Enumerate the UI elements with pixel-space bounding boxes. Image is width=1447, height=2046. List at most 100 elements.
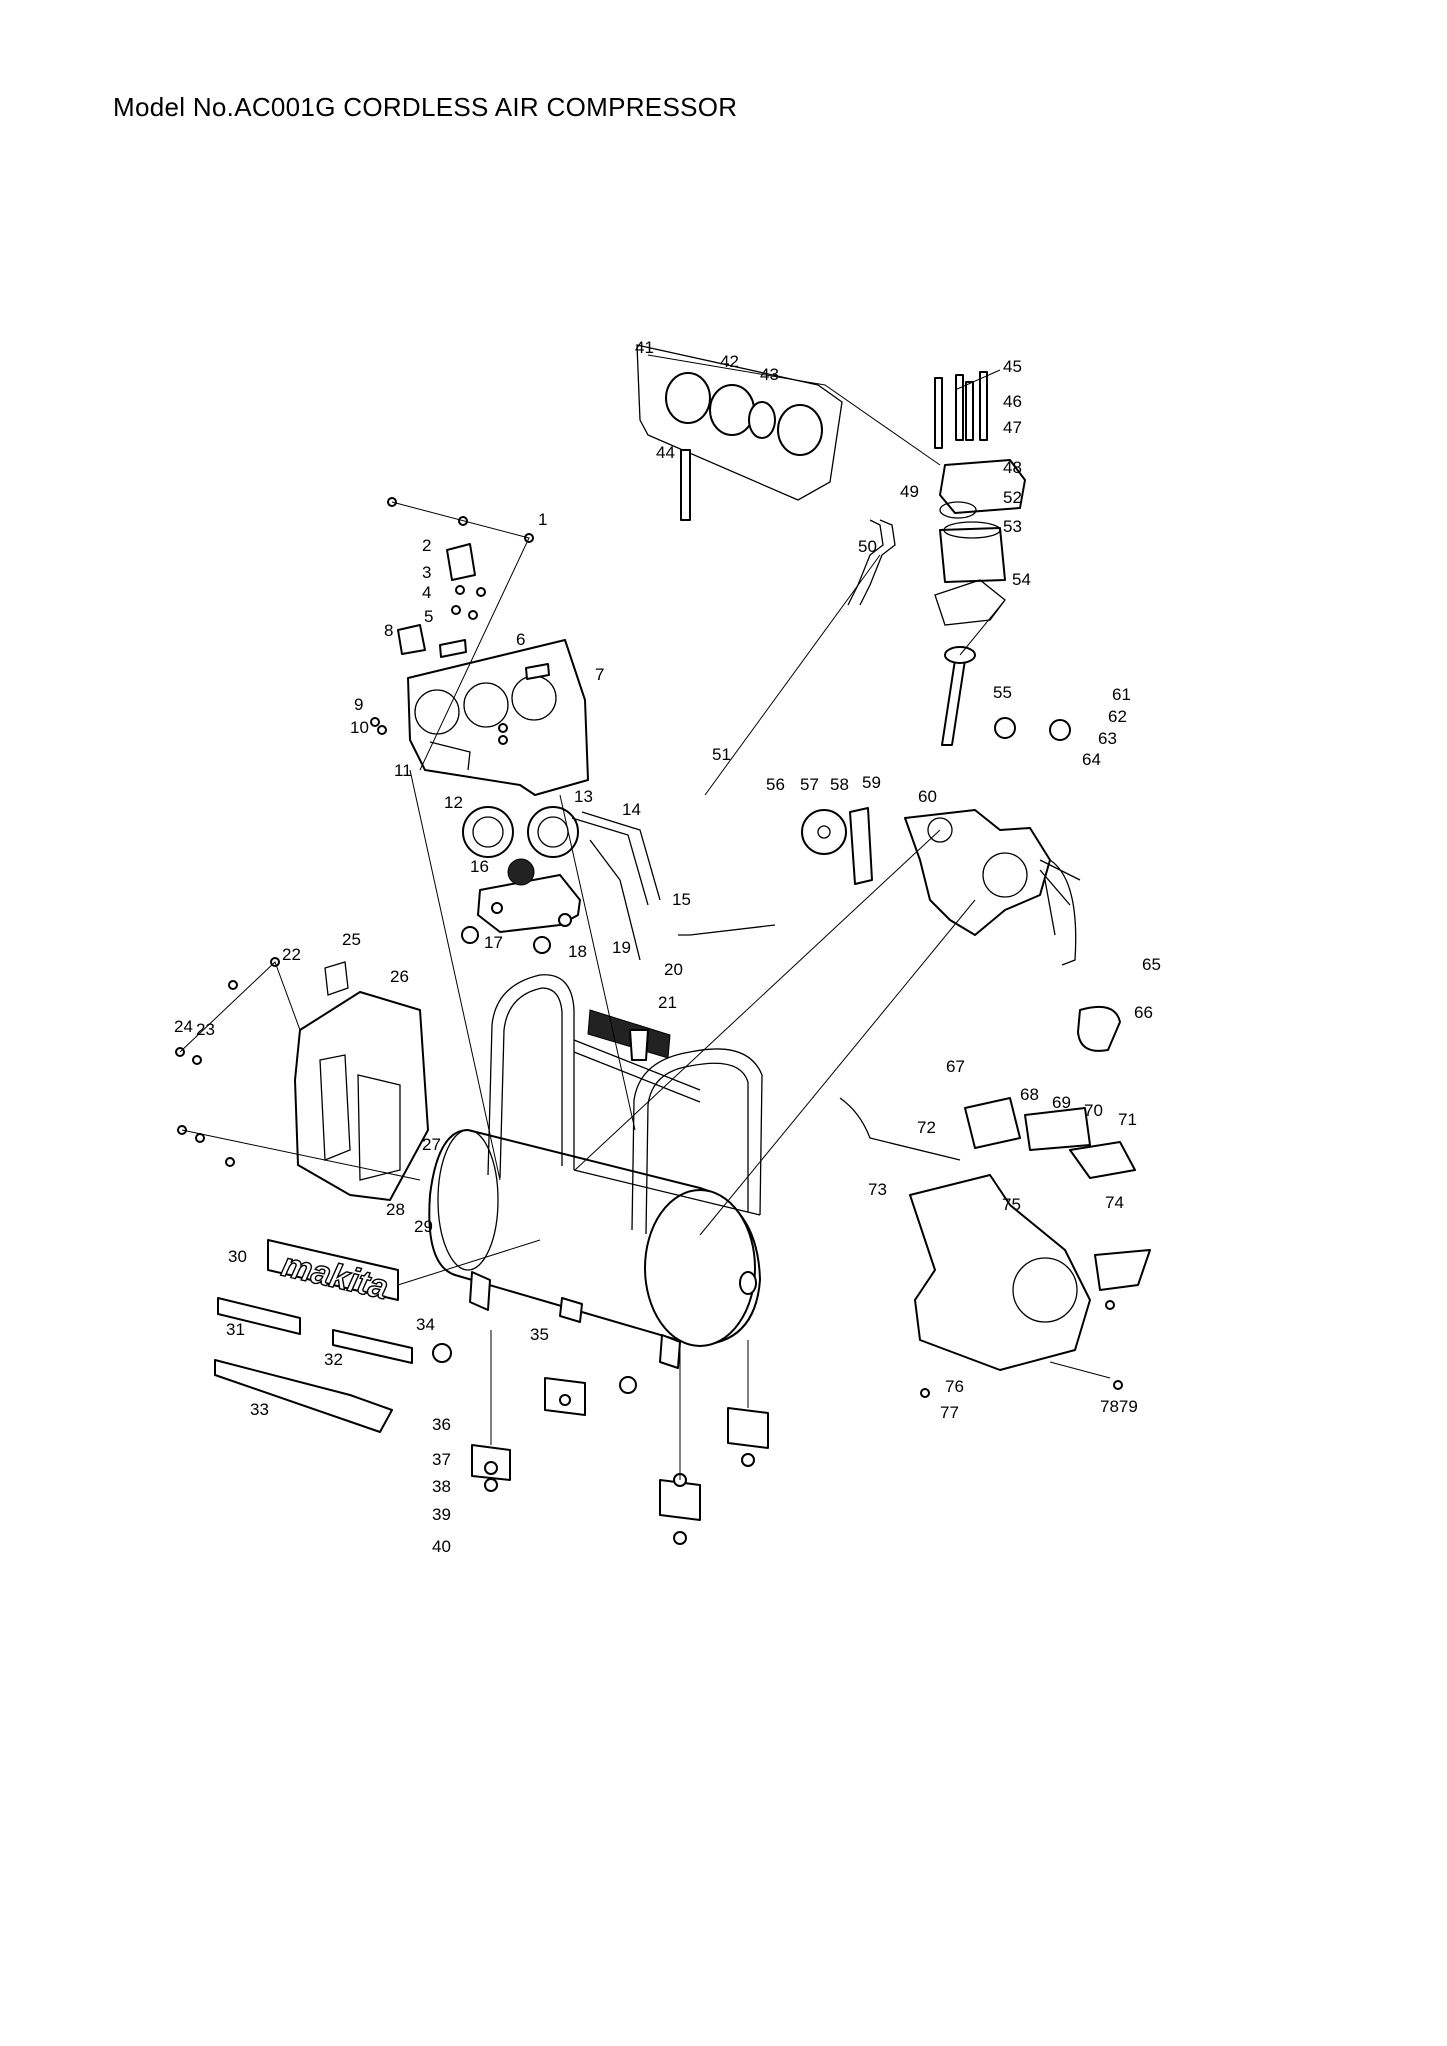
callout-70: 70: [1084, 1101, 1103, 1120]
callout-31: 31: [226, 1320, 245, 1339]
callout-47: 47: [1003, 418, 1022, 437]
callout-46: 46: [1003, 392, 1022, 411]
callout-8: 8: [384, 621, 393, 640]
callout-26: 26: [390, 967, 409, 986]
callout-56: 56: [766, 775, 785, 794]
pressure-gauges: [461, 806, 581, 954]
callout-13: 13: [574, 787, 593, 806]
callout-45: 45: [1003, 357, 1022, 376]
callout-61: 61: [1112, 685, 1131, 704]
callout-76: 76: [945, 1377, 964, 1396]
callout-40: 40: [432, 1537, 451, 1556]
callout-74: 74: [1105, 1193, 1124, 1212]
callout-48: 48: [1003, 458, 1022, 477]
motor-assembly: [904, 717, 1121, 1052]
callout-77: 77: [940, 1403, 959, 1422]
callout-73: 73: [868, 1180, 887, 1199]
callout-7: 7: [595, 665, 604, 684]
callout-32: 32: [324, 1350, 343, 1369]
callout-75: 75: [1002, 1195, 1021, 1214]
callout-27: 27: [422, 1135, 441, 1154]
callout-57: 57: [800, 775, 819, 794]
callout-11: 11: [394, 761, 412, 780]
callout-29: 29: [414, 1217, 433, 1236]
callout-49: 49: [900, 482, 919, 501]
tank-frame: [487, 974, 763, 1235]
callout-14: 14: [622, 800, 641, 819]
decals: [214, 1297, 413, 1433]
controller-group: [839, 1097, 1136, 1179]
callout-7879: 7879: [1100, 1397, 1138, 1416]
hoses: [571, 519, 896, 1061]
callout-42: 42: [720, 352, 739, 371]
callout-2: 2: [422, 536, 431, 555]
callout-4: 4: [422, 583, 431, 602]
callout-54: 54: [1012, 570, 1031, 589]
page-title: Model No.AC001G CORDLESS AIR COMPRESSOR: [113, 92, 738, 122]
callout-44: 44: [656, 443, 675, 462]
callout-43: 43: [760, 365, 779, 384]
callout-38: 38: [432, 1477, 451, 1496]
callout-10: 10: [350, 718, 369, 737]
cooling-fan: [801, 807, 873, 885]
callout-numbers: 1 2 3 4 5 6 7 8 9 10 11 12 13 14 15 16 1…: [174, 338, 1161, 1556]
callout-41: 41: [635, 338, 654, 357]
left-housing: [294, 961, 429, 1201]
callout-36: 36: [432, 1415, 451, 1434]
callout-12: 12: [444, 793, 463, 812]
callout-34: 34: [416, 1315, 435, 1334]
callout-55: 55: [993, 683, 1012, 702]
callout-3: 3: [422, 563, 431, 582]
callout-63: 63: [1098, 729, 1117, 748]
callout-68: 68: [1020, 1085, 1039, 1104]
callout-5: 5: [424, 607, 433, 626]
callout-60: 60: [918, 787, 937, 806]
callout-71: 71: [1118, 1110, 1137, 1129]
small-hardware: [370, 497, 550, 745]
callout-52: 52: [1003, 488, 1022, 507]
callout-72: 72: [917, 1118, 936, 1137]
callout-59: 59: [862, 773, 881, 792]
leader-lines: [179, 354, 1111, 1480]
callout-69: 69: [1052, 1093, 1071, 1112]
callout-25: 25: [342, 930, 361, 949]
callout-30: 30: [228, 1247, 247, 1266]
callout-17: 17: [484, 933, 503, 952]
callout-28: 28: [386, 1200, 405, 1219]
pump-head-group: [934, 371, 1026, 746]
callout-19: 19: [612, 938, 631, 957]
callout-18: 18: [568, 942, 587, 961]
callout-1: 1: [538, 510, 547, 529]
callout-6: 6: [516, 630, 525, 649]
makita-badge: makita: [267, 1239, 399, 1308]
right-housing: [909, 1174, 1151, 1398]
air-tank: [428, 1129, 761, 1369]
callout-51: 51: [712, 745, 731, 764]
callout-66: 66: [1134, 1003, 1153, 1022]
callout-53: 53: [1003, 517, 1022, 536]
callout-35: 35: [530, 1325, 549, 1344]
callout-65: 65: [1142, 955, 1161, 974]
callout-64: 64: [1082, 750, 1101, 769]
callout-67: 67: [946, 1057, 965, 1076]
callout-37: 37: [432, 1450, 451, 1469]
callout-39: 39: [432, 1505, 451, 1524]
callout-15: 15: [672, 890, 691, 909]
callout-9: 9: [354, 695, 363, 714]
screws-left: [175, 957, 280, 1167]
air-filter-group: [636, 344, 843, 521]
callout-20: 20: [664, 960, 683, 979]
rubber-feet: [432, 1343, 769, 1545]
top-cover-housing: [407, 639, 589, 796]
callout-24: 24: [174, 1017, 193, 1036]
callout-50: 50: [858, 537, 877, 556]
callout-21: 21: [658, 993, 677, 1012]
callout-23: 23: [196, 1020, 215, 1039]
callout-62: 62: [1108, 707, 1127, 726]
handle-grip: [587, 1009, 671, 1059]
callout-58: 58: [830, 775, 849, 794]
callout-16: 16: [470, 857, 489, 876]
callout-33: 33: [250, 1400, 269, 1419]
callout-22: 22: [282, 945, 301, 964]
